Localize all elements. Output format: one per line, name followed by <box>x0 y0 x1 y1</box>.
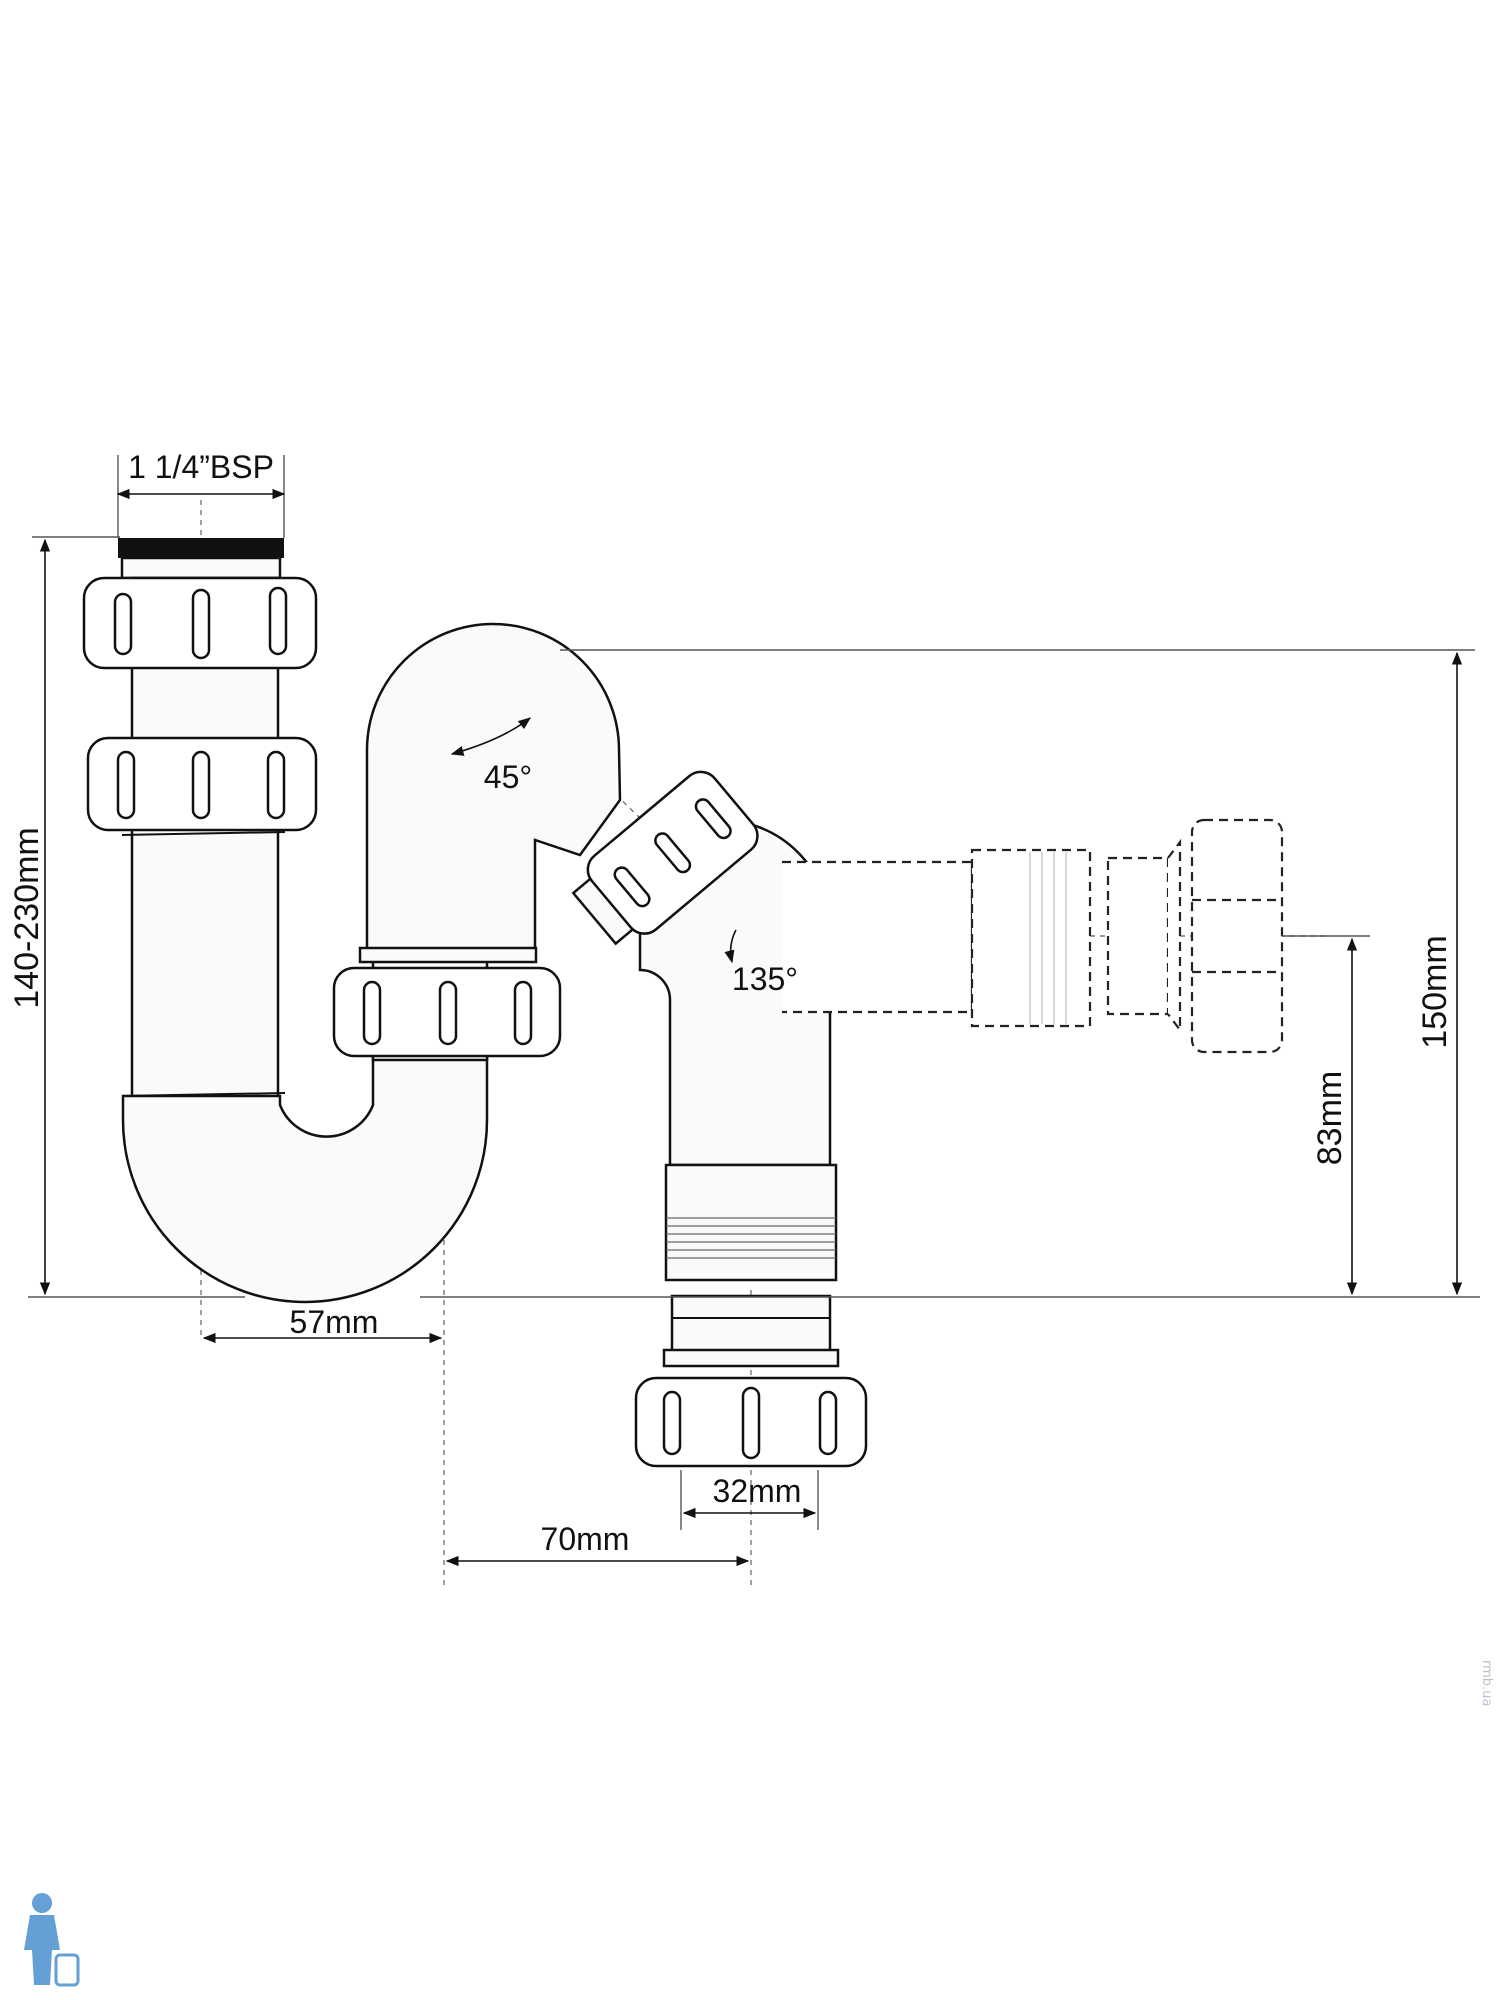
label-outlet-diameter: 32mm <box>713 1473 802 1509</box>
label-height-range: 140-230mm <box>8 827 46 1008</box>
nut-top <box>82 576 318 670</box>
label-angle-bottom: 135° <box>732 961 798 997</box>
nut-outlet <box>634 1376 868 1468</box>
label-height-total: 150mm <box>1416 935 1454 1048</box>
dimension-lines <box>39 488 1463 1567</box>
plumber-logo-icon <box>24 1893 80 1987</box>
watermark: rmb.ua <box>1479 1660 1494 1707</box>
outlet-adapter <box>662 1294 840 1368</box>
label-offset-left: 57mm <box>290 1304 379 1340</box>
label-angle-top: 45° <box>484 759 532 795</box>
label-thread-size: 1 1/4”BSP <box>128 449 274 485</box>
label-height-outlet: 83mm <box>1311 1071 1349 1165</box>
angle-arc-top <box>450 717 532 756</box>
angled-nut <box>571 770 759 946</box>
label-offset-right: 70mm <box>541 1521 630 1557</box>
dimension-labels: 1 1/4”BSP 140-230mm 150mm 83mm 57mm 70mm… <box>8 449 1454 1557</box>
angle-arc-bottom <box>724 929 737 964</box>
nut-riser <box>332 966 562 1058</box>
optional-horizontal-outlet <box>782 818 1284 1054</box>
outlet-threaded-sleeve <box>664 1163 838 1282</box>
extension-lines <box>28 455 1480 1530</box>
inlet-rim <box>120 556 282 580</box>
inlet-washer <box>118 538 284 558</box>
nut-middle <box>86 736 318 832</box>
trap-u-bend <box>121 1048 489 1304</box>
